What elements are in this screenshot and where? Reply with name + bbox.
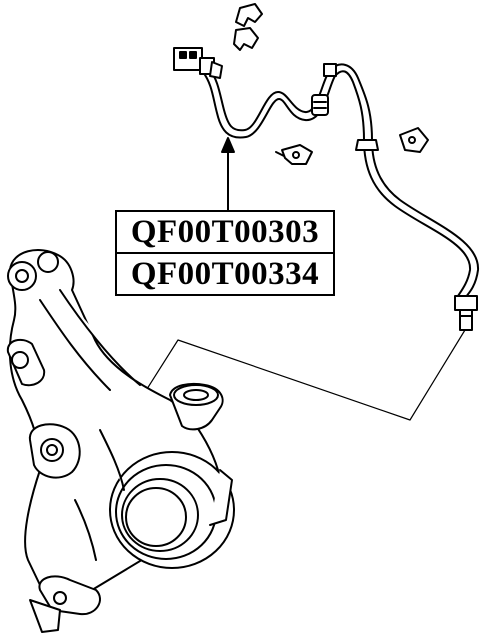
cable-grommet: [311, 63, 337, 116]
steering-knuckle: [6, 249, 235, 633]
leader-arrow: [221, 137, 235, 211]
install-guide-line: [139, 329, 466, 421]
part-number-label-1: QF00T00303: [115, 210, 335, 254]
sensor-head: [454, 295, 478, 331]
cable-bracket: [355, 127, 429, 153]
clip-top: [233, 3, 263, 51]
part-number-label-2: QF00T00334: [115, 252, 335, 296]
cable-clip: [275, 144, 313, 165]
connector-plug: [173, 47, 223, 79]
